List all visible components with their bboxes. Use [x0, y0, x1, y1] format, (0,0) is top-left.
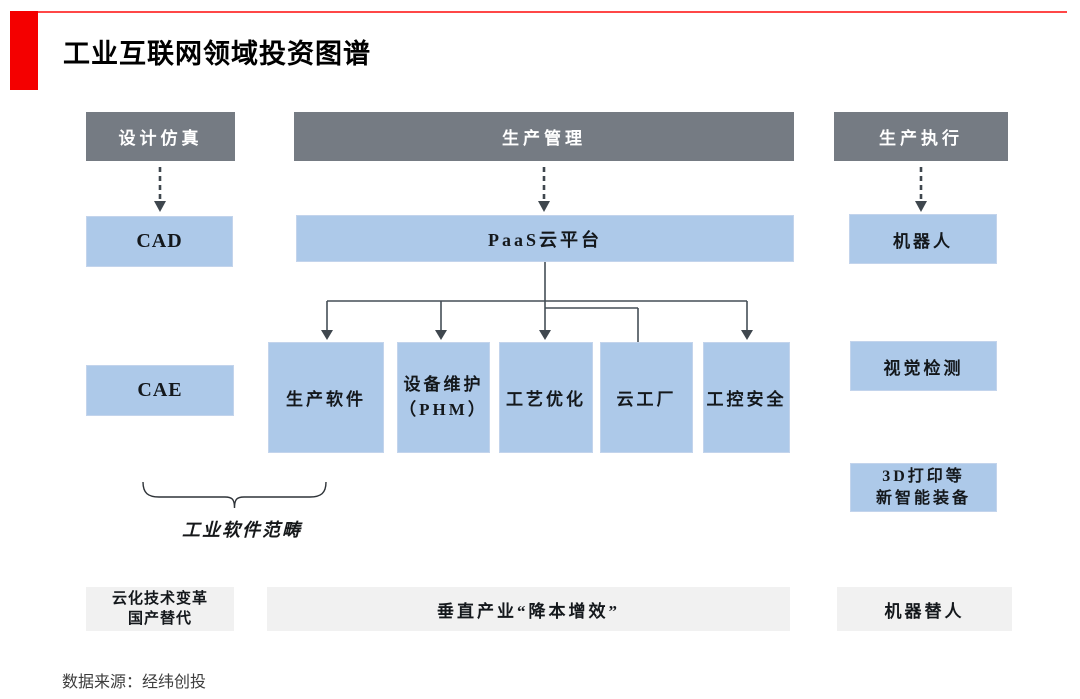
- box-robot: 机器人: [849, 214, 997, 264]
- header-production-execution: 生产执行: [834, 112, 1008, 161]
- box-vision-inspection: 视觉检测: [850, 341, 997, 391]
- box-cad: CAD: [86, 216, 233, 267]
- brace-label: 工业软件范畴: [182, 520, 302, 540]
- bottom-box-left: 云化技术变革 国产替代: [86, 587, 234, 631]
- box-3d-printing: 3D打印等 新智能装备: [850, 463, 997, 512]
- box-label: 视觉检测: [883, 358, 964, 378]
- bottom-label: 垂直产业“降本增效”: [437, 601, 620, 621]
- box-label-line2: 新智能装备: [875, 489, 971, 507]
- red-accent-line: [38, 11, 1067, 13]
- box-equipment-maintenance: 设备维护 （PHM）: [397, 342, 490, 453]
- box-label: 机器人: [893, 231, 953, 251]
- box-label: PaaS云平台: [487, 229, 602, 250]
- box-cae: CAE: [86, 365, 234, 416]
- bottom-box-middle: 垂直产业“降本增效”: [267, 587, 790, 631]
- box-label-line1: 设备维护: [403, 374, 484, 394]
- box-label: 工控安全: [706, 390, 787, 409]
- header-design-simulation: 设计仿真: [86, 112, 235, 161]
- dashed-arrow-left: [154, 167, 166, 212]
- header-production-management: 生产管理: [294, 112, 794, 161]
- dashed-arrow-middle: [538, 167, 550, 212]
- dashed-arrow-right: [915, 167, 927, 212]
- page-title: 工业互联网领域投资图谱: [63, 39, 371, 69]
- box-label: 工艺优化: [506, 390, 586, 409]
- box-label: 云工厂: [616, 390, 677, 409]
- header-label: 生产执行: [879, 129, 963, 148]
- red-accent-square: [10, 11, 38, 90]
- box-paas-platform: PaaS云平台: [296, 215, 794, 262]
- header-label: 设计仿真: [118, 129, 203, 148]
- bottom-label: 机器替人: [884, 601, 965, 621]
- box-label: 生产软件: [286, 390, 366, 409]
- box-process-optimization: 工艺优化: [499, 342, 593, 453]
- bottom-label-line2: 国产替代: [127, 611, 192, 627]
- source-note: 数据来源：经纬创投: [62, 674, 207, 691]
- box-label: CAE: [137, 379, 183, 401]
- box-production-software: 生产软件: [268, 342, 384, 453]
- box-label-line1: 3D打印等: [882, 467, 965, 485]
- box-label: CAD: [136, 230, 183, 252]
- bottom-label-line1: 云化技术变革: [111, 590, 208, 607]
- paas-branch-lines: [321, 262, 753, 354]
- bottom-box-right: 机器替人: [837, 587, 1012, 631]
- header-label: 生产管理: [502, 129, 586, 148]
- box-cloud-factory: 云工厂: [600, 342, 693, 453]
- box-label-line2: （PHM）: [399, 399, 488, 419]
- brace: [142, 481, 327, 509]
- box-industrial-control-security: 工控安全: [703, 342, 790, 453]
